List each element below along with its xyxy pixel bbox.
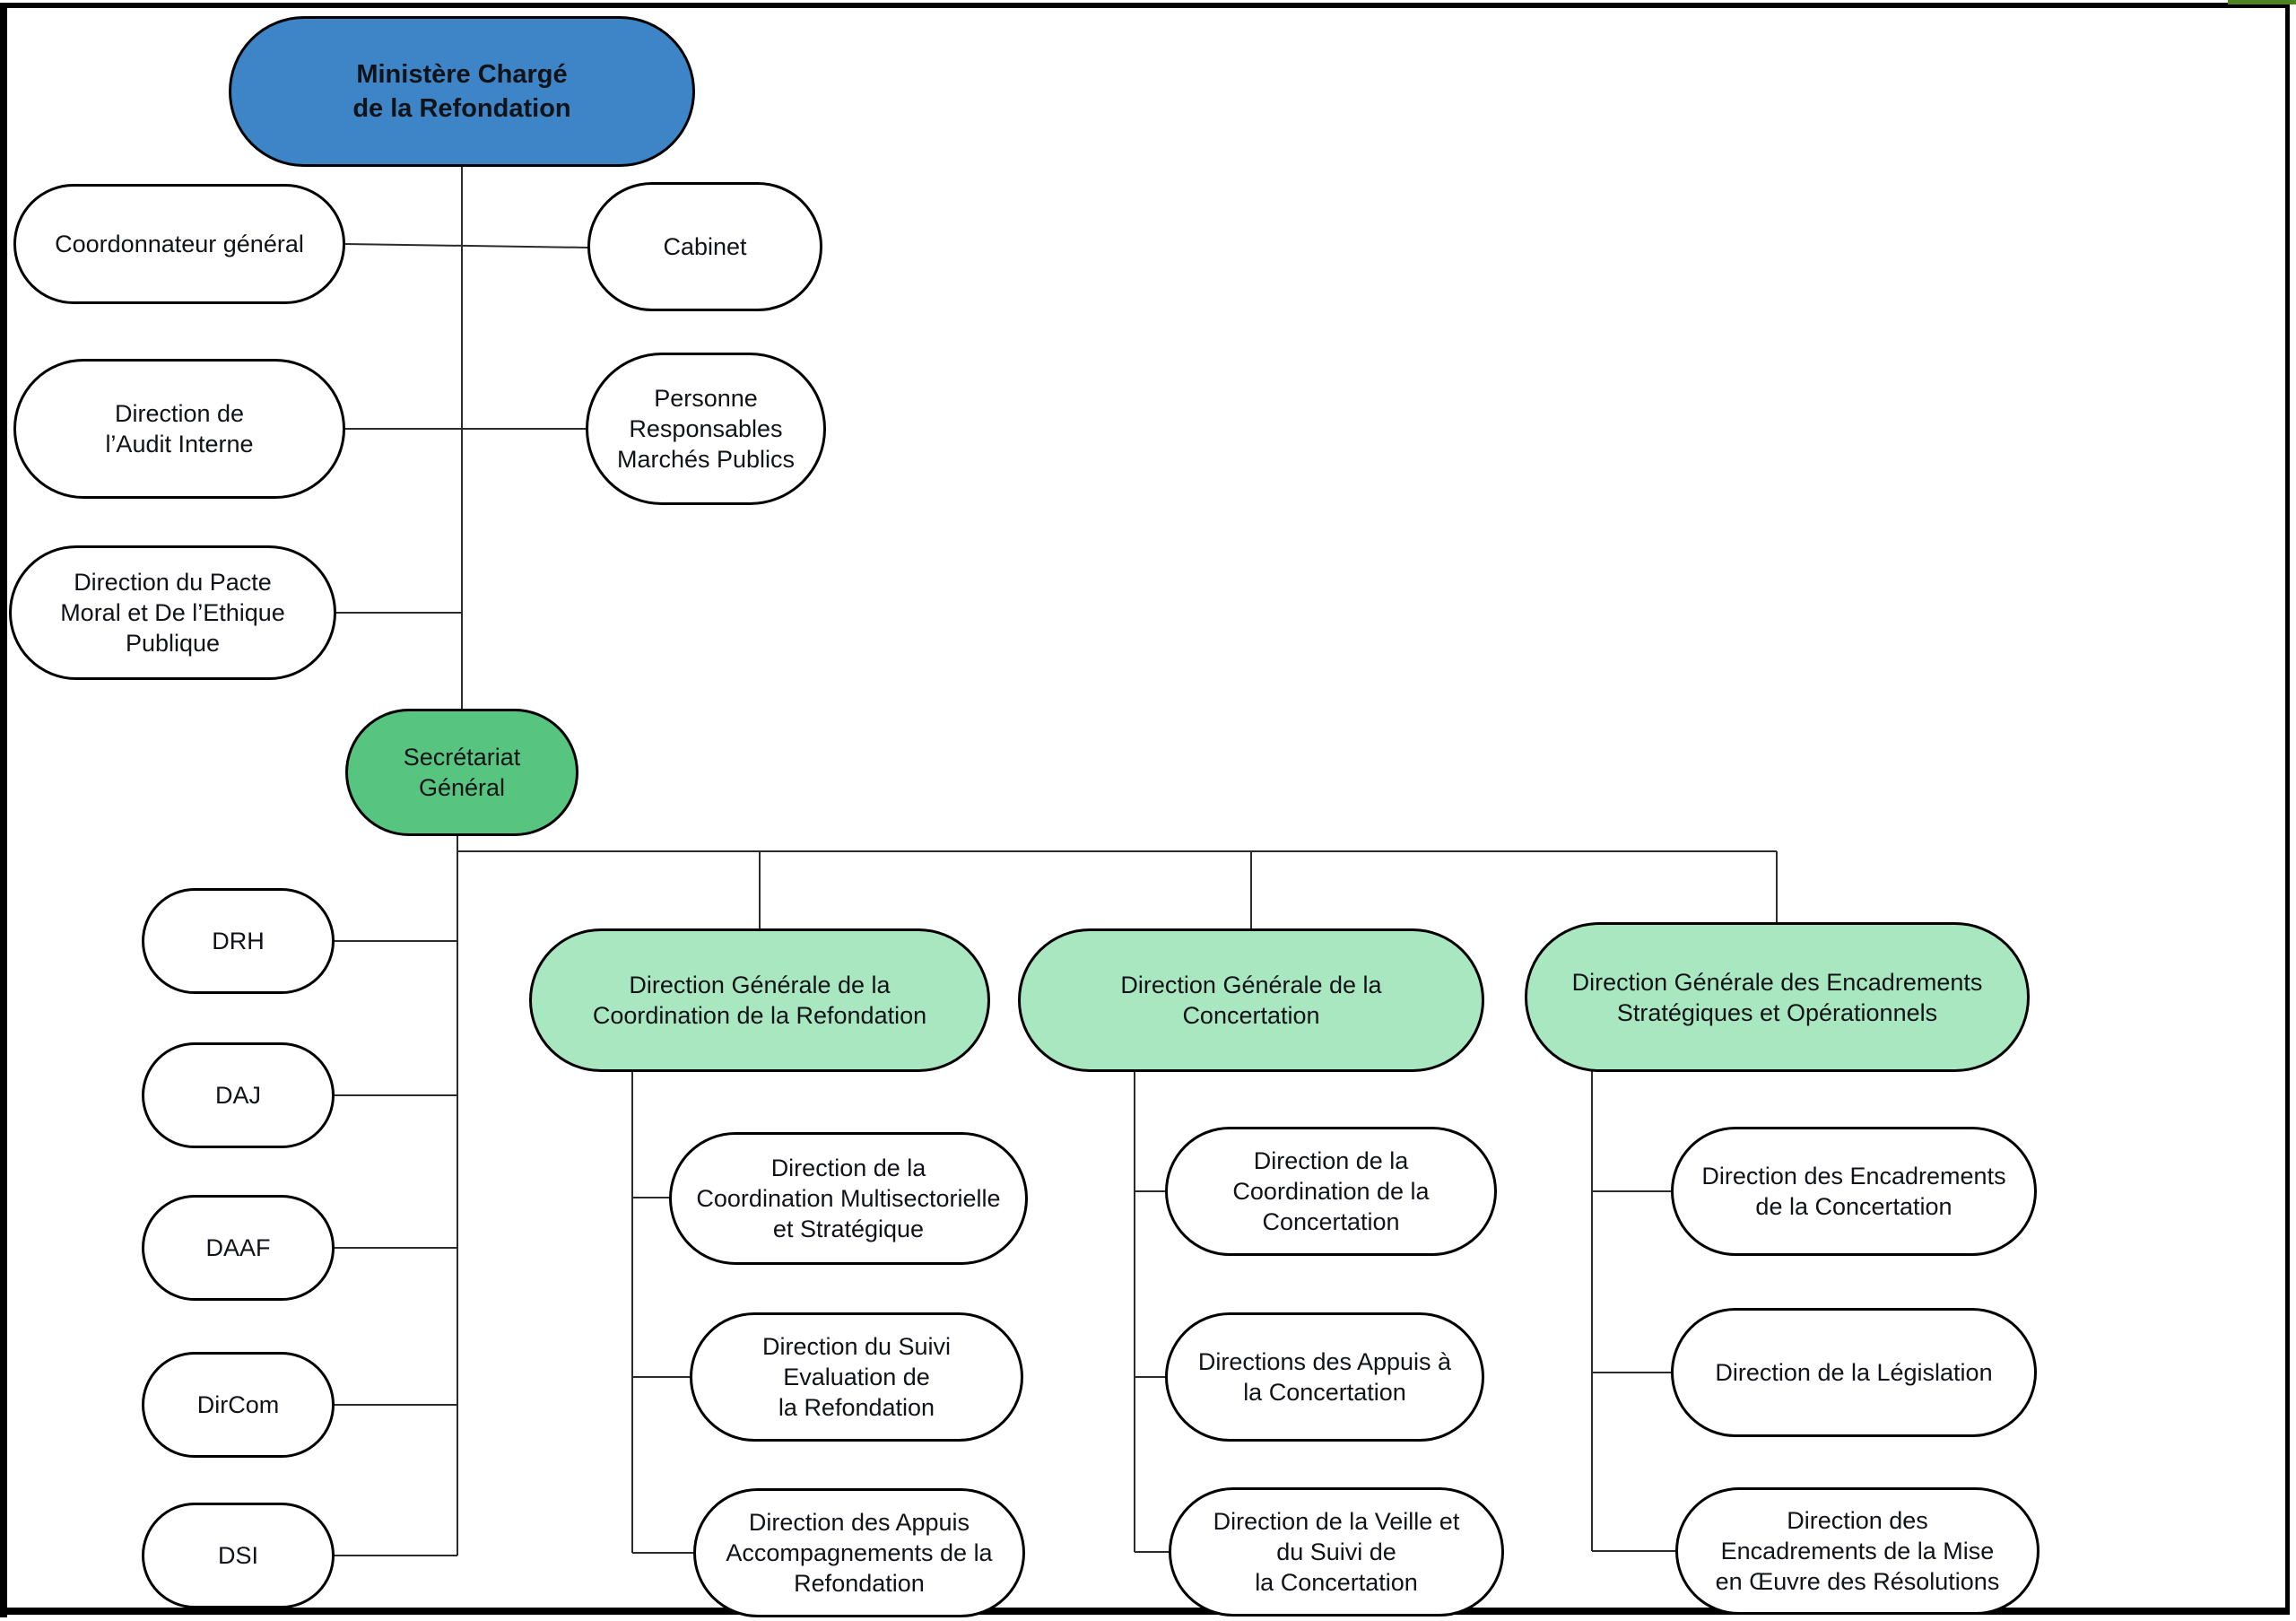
node-dir-appuis-concertation: Directions des Appuis à la Concertation [1165, 1312, 1484, 1442]
node-dir-veille-suivi-concertation: Direction de la Veille et du Suivi de la… [1169, 1487, 1504, 1617]
node-cabinet: Cabinet [587, 182, 822, 311]
node-dir-encadrements-concertation: Direction des Encadrements de la Concert… [1671, 1127, 2037, 1256]
node-dir-coordination-multisectorielle: Direction de la Coordination Multisector… [669, 1132, 1028, 1265]
connector-line [344, 243, 590, 248]
node-direction-pacte-moral: Direction du Pacte Moral et De l’Ethique… [9, 545, 336, 680]
accent-strip [2228, 0, 2296, 4]
node-drh: DRH [142, 888, 335, 994]
node-ministry: Ministère Chargé de la Refondation [229, 16, 695, 167]
page-border-top [0, 3, 2290, 8]
node-daj: DAJ [142, 1042, 335, 1148]
node-dir-suivi-evaluation-refondation: Direction du Suivi Evaluation de la Refo… [690, 1312, 1023, 1442]
node-dg-concertation: Direction Générale de la Concertation [1018, 928, 1484, 1072]
node-dir-appuis-accompagnements-refondation: Direction des Appuis Accompagnements de … [693, 1488, 1025, 1617]
node-dircom: DirCom [142, 1352, 335, 1458]
node-personne-responsables-marches-publics: Personne Responsables Marchés Publics [586, 353, 826, 505]
node-daaf: DAAF [142, 1195, 335, 1301]
node-dg-encadrements-strategiques: Direction Générale des Encadrements Stra… [1525, 922, 2030, 1072]
node-dir-coordination-concertation: Direction de la Coordination de la Conce… [1165, 1127, 1497, 1256]
node-direction-audit-interne: Direction de l’Audit Interne [13, 359, 345, 499]
page-border-right [2285, 3, 2290, 1615]
node-dsi: DSI [142, 1503, 335, 1608]
page-border-bottom [0, 1608, 2290, 1615]
node-dir-legislation: Direction de la Législation [1671, 1308, 2037, 1437]
page-border-left [0, 3, 7, 1617]
node-dir-encadrements-mise-en-oeuvre: Direction des Encadrements de la Mise en… [1675, 1487, 2039, 1615]
node-dg-coordination-refondation: Direction Générale de la Coordination de… [529, 928, 990, 1072]
node-secretariat-general: Secrétariat Général [345, 709, 578, 836]
node-coordonnateur-general: Coordonnateur général [13, 184, 345, 304]
